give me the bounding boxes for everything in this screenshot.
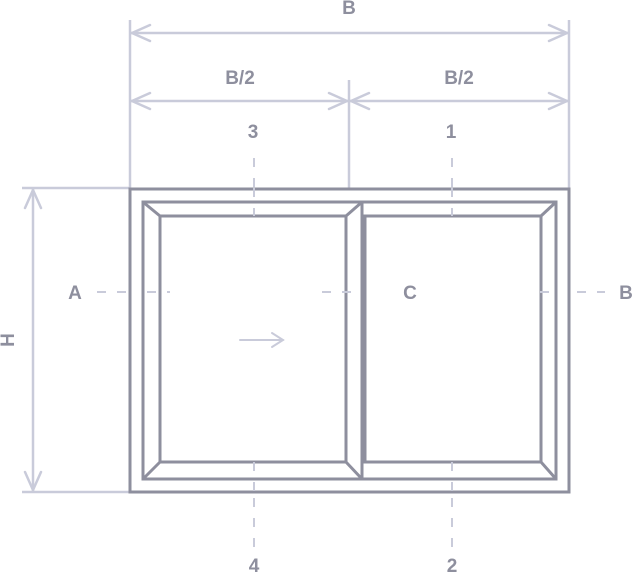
label-height: H	[0, 333, 19, 347]
dimension-half-width-left	[129, 91, 350, 111]
label-section-2: 2	[447, 556, 458, 573]
dimension-overall-width	[129, 23, 570, 43]
label-section-1: 1	[446, 122, 457, 143]
dimension-height	[23, 187, 43, 493]
label-section-4: 4	[249, 556, 260, 573]
label-half-width-left: B/2	[225, 68, 255, 89]
label-section-c: C	[403, 283, 417, 304]
window-frame	[128, 187, 571, 494]
label-section-a: A	[68, 283, 82, 304]
label-section-3: 3	[248, 122, 259, 143]
extension-lines	[22, 20, 571, 494]
label-half-width-right: B/2	[444, 68, 474, 89]
label-overall-width: B	[342, 0, 356, 19]
label-section-b: B	[619, 283, 633, 304]
dimension-half-width-right	[348, 91, 570, 111]
section-lines-overlay	[147, 188, 556, 492]
dimension-lines	[23, 23, 570, 493]
arrow-right-icon	[239, 332, 285, 348]
right-sash	[360, 200, 558, 481]
